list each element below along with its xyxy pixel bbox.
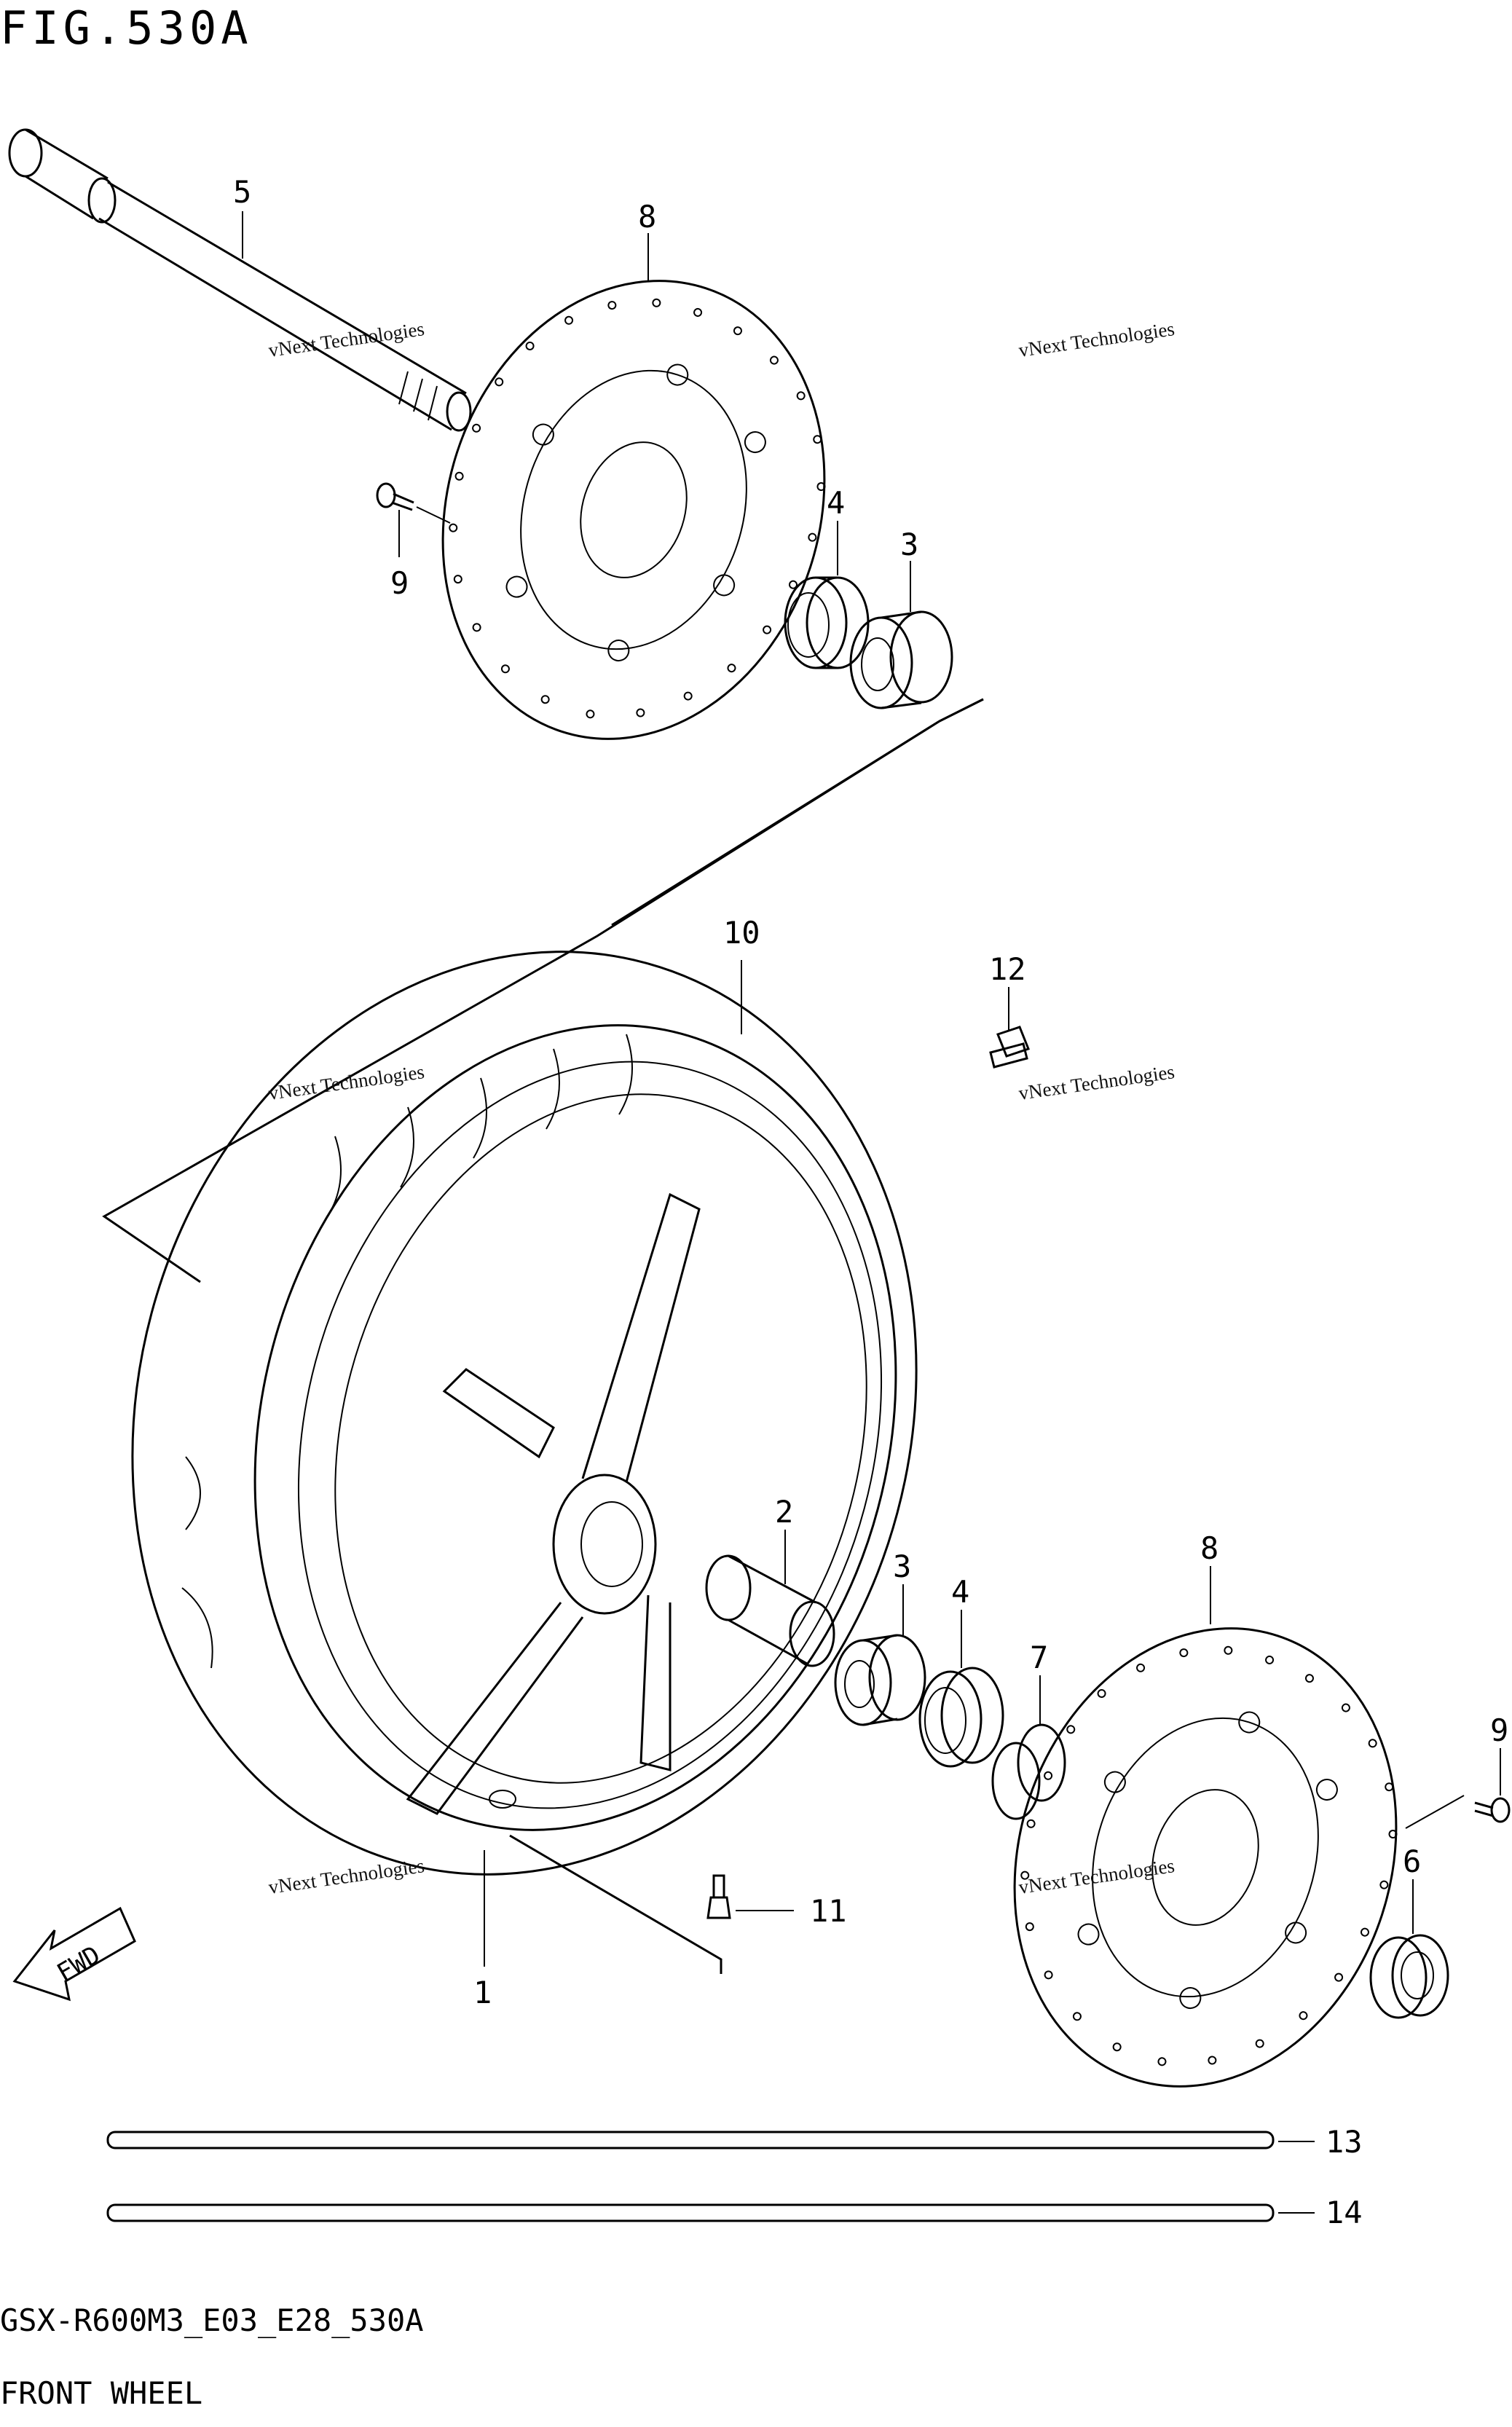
spacer-right bbox=[1369, 1934, 1449, 2019]
callout-9-upper: 9 bbox=[390, 565, 409, 601]
spacer bbox=[705, 1554, 835, 1667]
callout-3-lower: 3 bbox=[893, 1549, 911, 1584]
disc-bolt-upper bbox=[376, 482, 414, 511]
model-code: GSX-R600M3_E03_E28_530A bbox=[0, 2302, 424, 2338]
fwd-badge: FWD bbox=[12, 1906, 136, 2002]
watermark-5: vNext Technologies bbox=[267, 1854, 426, 1898]
callout-2: 2 bbox=[775, 1494, 793, 1530]
callout-9-lower: 9 bbox=[1490, 1712, 1508, 1748]
wheel bbox=[406, 1192, 701, 1815]
tape-14 bbox=[106, 2203, 1275, 2222]
tape-13 bbox=[106, 2131, 1275, 2149]
collar bbox=[991, 1723, 1066, 1820]
watermark-4: vNext Technologies bbox=[1017, 1061, 1176, 1104]
callout-3-upper: 3 bbox=[900, 527, 918, 562]
svg-text:vNext Technologies: vNext Technologies bbox=[267, 1061, 426, 1104]
watermark-3: vNext Technologies bbox=[267, 1061, 426, 1104]
tire bbox=[131, 951, 918, 1876]
bearing-upper bbox=[849, 610, 953, 709]
svg-text:vNext Technologies: vNext Technologies bbox=[1017, 1061, 1176, 1104]
callout-12: 12 bbox=[989, 951, 1026, 987]
figure-title: FIG.530A bbox=[0, 1, 253, 55]
watermark-2: vNext Technologies bbox=[1017, 318, 1176, 361]
balance-weight bbox=[989, 1026, 1030, 1069]
callout-8-upper: 8 bbox=[638, 199, 656, 235]
callout-4-upper: 4 bbox=[827, 485, 845, 521]
callout-1: 1 bbox=[473, 1975, 492, 2010]
axle bbox=[8, 128, 472, 432]
callout-4-lower: 4 bbox=[951, 1574, 969, 1610]
callout-10: 10 bbox=[723, 915, 760, 951]
valve bbox=[706, 1874, 731, 1919]
bearing-lower bbox=[834, 1634, 926, 1726]
callout-13: 13 bbox=[1326, 2124, 1363, 2160]
oil-seal-lower bbox=[918, 1667, 1004, 1768]
watermark-6: vNext Technologies bbox=[1017, 1854, 1176, 1898]
callout-5: 5 bbox=[233, 174, 251, 210]
svg-text:FWD: FWD bbox=[52, 1940, 105, 1988]
oil-seal-upper bbox=[784, 576, 870, 669]
disc-bolt-lower bbox=[1474, 1797, 1511, 1823]
guide-line-main bbox=[102, 698, 984, 1283]
callout-8-lower: 8 bbox=[1200, 1530, 1218, 1566]
callout-6: 6 bbox=[1403, 1844, 1421, 1879]
callout-14: 14 bbox=[1326, 2195, 1363, 2230]
svg-text:vNext Technologies: vNext Technologies bbox=[267, 1854, 426, 1898]
section-name: FRONT WHEEL bbox=[0, 2375, 202, 2411]
brake-disc-lower bbox=[956, 1577, 1455, 2138]
svg-text:vNext Technologies: vNext Technologies bbox=[1017, 1854, 1176, 1898]
callout-11: 11 bbox=[810, 1893, 847, 1929]
brake-disc-upper bbox=[384, 229, 883, 790]
svg-text:vNext Technologies: vNext Technologies bbox=[1017, 318, 1176, 361]
callout-7: 7 bbox=[1030, 1640, 1048, 1675]
